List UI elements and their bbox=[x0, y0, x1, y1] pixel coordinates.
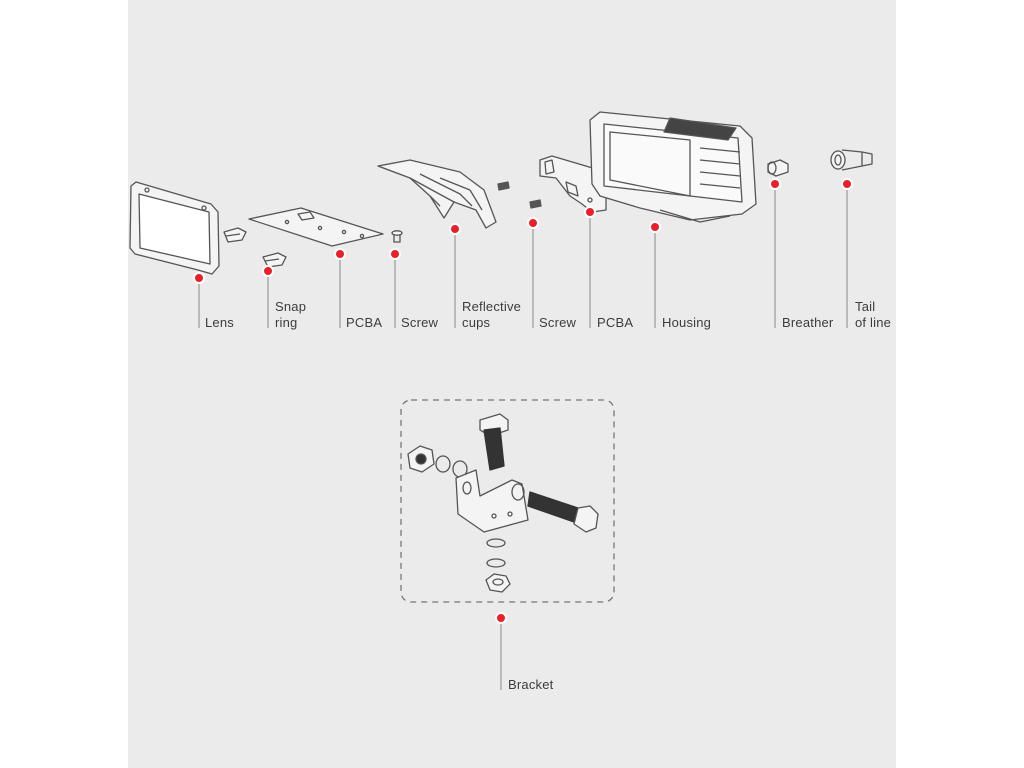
bracket-label: Bracket bbox=[508, 677, 554, 692]
screw-1-marker bbox=[389, 248, 401, 260]
diagram-panel bbox=[128, 0, 896, 768]
tail-of-line-marker bbox=[841, 178, 853, 190]
lens-marker bbox=[193, 272, 205, 284]
reflective-cups-label-line-1: Reflective bbox=[462, 299, 522, 314]
housing-label: Housing bbox=[662, 315, 712, 330]
screw-1-label: Screw bbox=[401, 315, 439, 330]
lens-label: Lens bbox=[205, 315, 234, 330]
snap-ring-label-line-1: Snap bbox=[275, 299, 307, 314]
screw-part-2 bbox=[497, 181, 542, 209]
tail-of-line-label-line-2: of line bbox=[855, 315, 892, 330]
leader-lines bbox=[198, 182, 848, 690]
snap-ring-part bbox=[223, 227, 287, 268]
tail-of-line-part bbox=[830, 149, 873, 171]
pcba-plate-part bbox=[248, 207, 384, 247]
housing-part bbox=[589, 111, 757, 223]
reflective-cups-label-line-2: cups bbox=[462, 315, 491, 330]
tail-of-line-label-line-1: Tail bbox=[855, 299, 876, 314]
pcba-2-marker bbox=[584, 206, 596, 218]
snap-ring-marker bbox=[262, 265, 274, 277]
snap-ring-label-line-2: ring bbox=[275, 315, 298, 330]
pcba-1-marker bbox=[334, 248, 346, 260]
housing-marker bbox=[649, 221, 661, 233]
screw-part-1 bbox=[391, 230, 403, 243]
pcba-1-label: PCBA bbox=[346, 315, 383, 330]
bracket-assembly-part bbox=[407, 413, 599, 593]
bracket-dashed-box bbox=[400, 399, 615, 603]
screw-2-label: Screw bbox=[539, 315, 577, 330]
lens-part bbox=[129, 181, 220, 275]
breather-label: Breather bbox=[782, 315, 834, 330]
reflective-cups-part bbox=[377, 159, 497, 229]
reflective-cups-marker bbox=[449, 223, 461, 235]
bracket-marker bbox=[495, 612, 507, 624]
pcba-2-label: PCBA bbox=[597, 315, 634, 330]
breather-part bbox=[767, 159, 789, 177]
breather-marker bbox=[769, 178, 781, 190]
screw-2-marker bbox=[527, 217, 539, 229]
pcba-back-plate-part bbox=[539, 155, 607, 213]
